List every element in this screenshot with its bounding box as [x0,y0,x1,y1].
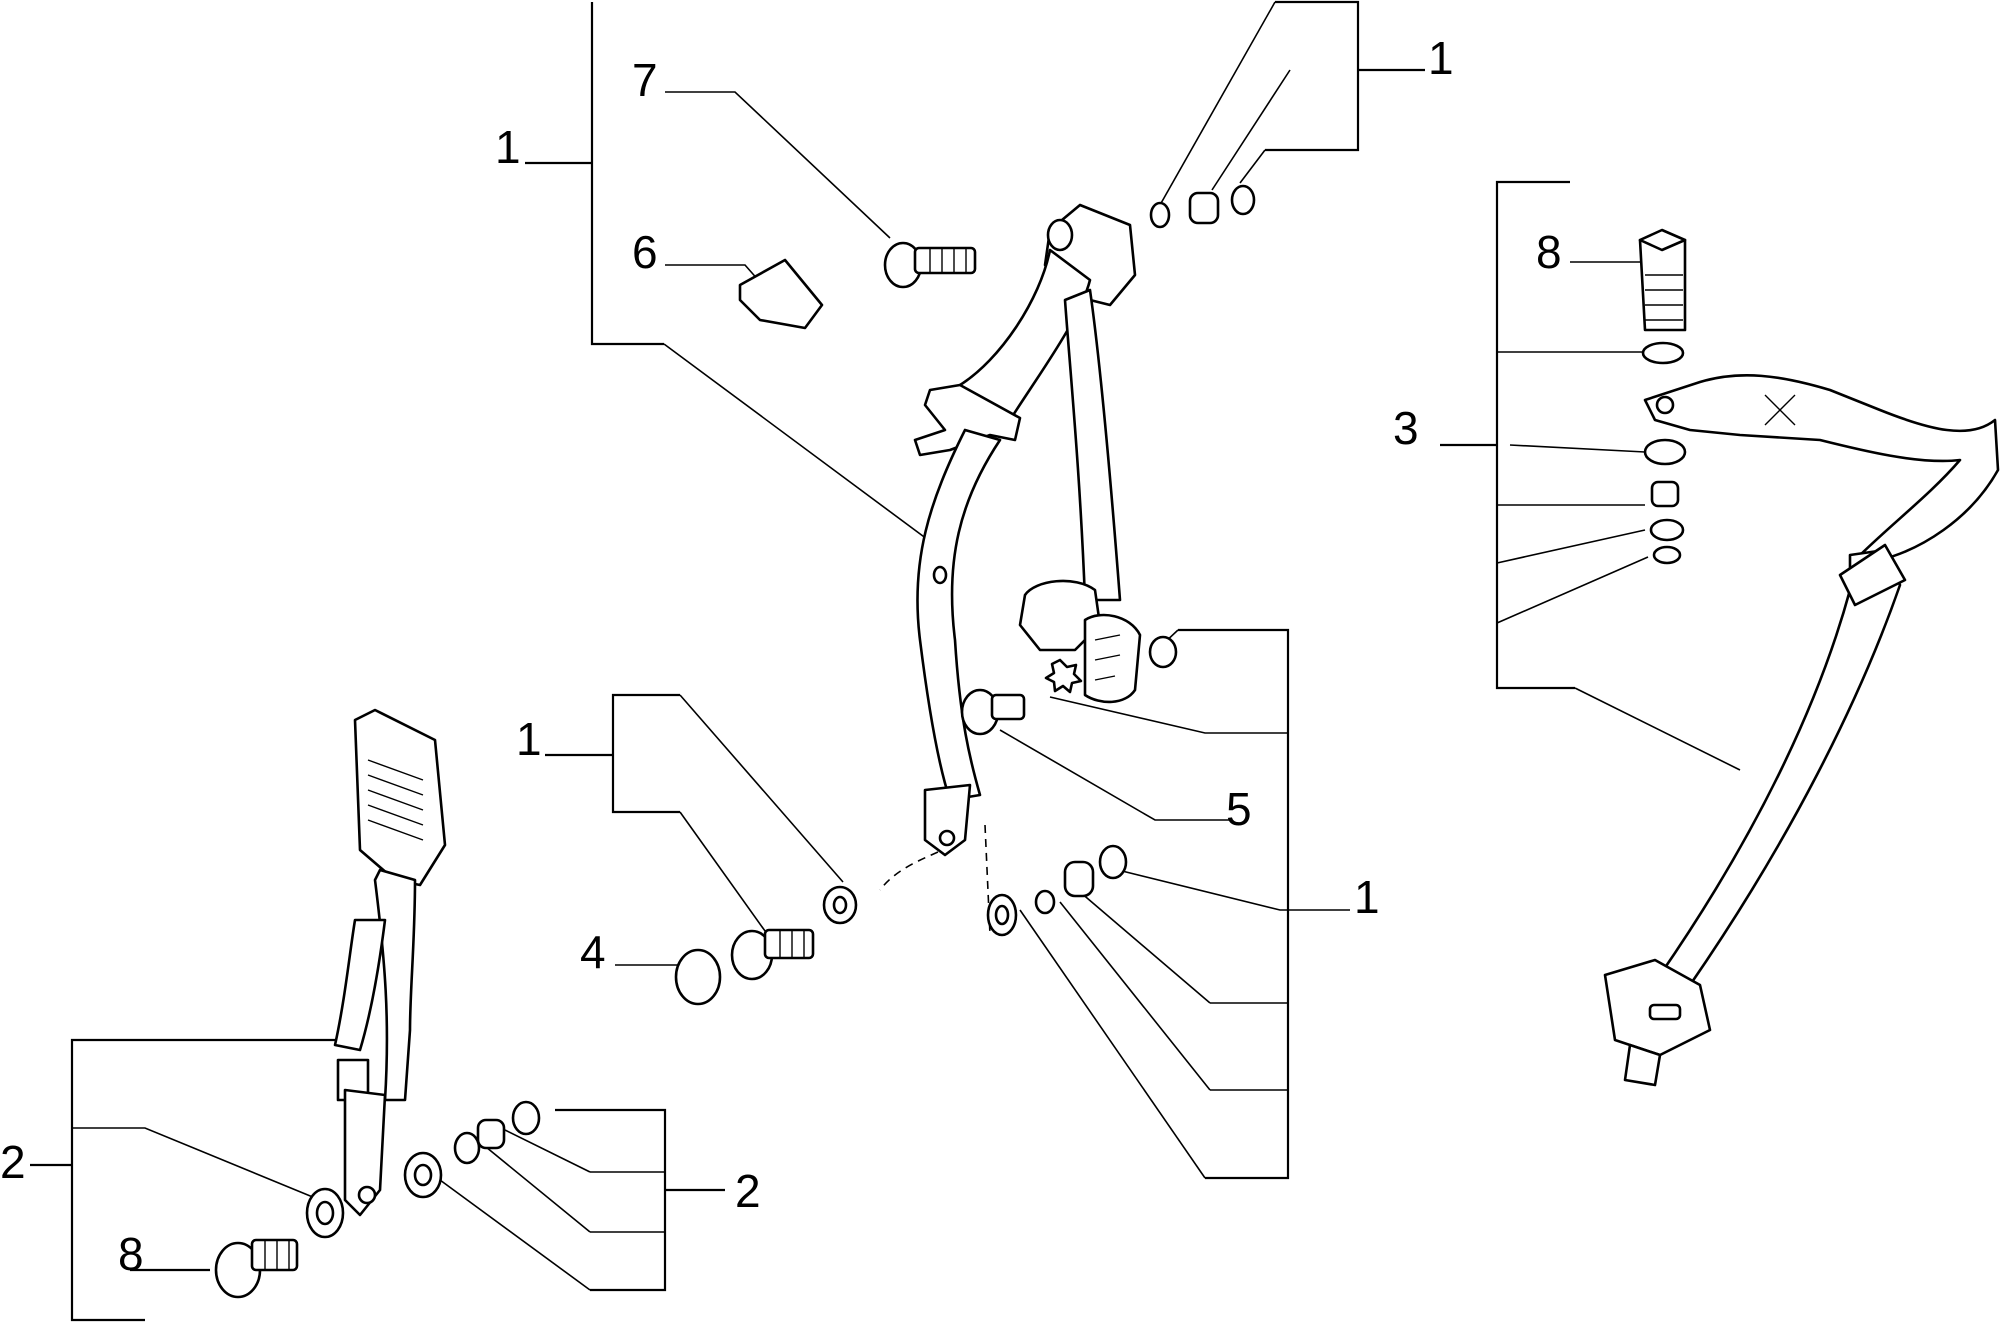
callout-4: 4 [580,926,606,978]
top-spacer-part [1188,191,1220,225]
callout-2-left: 2 [0,1136,26,1188]
retractor-washer-part [1148,635,1178,669]
callout-6: 6 [632,226,658,278]
star-washer-part [1044,658,1083,694]
cover-plate-part [738,258,824,330]
mid-bolt-part [730,928,815,981]
callout-1-mid-left: 1 [516,713,542,765]
buckle-assembly-part [333,708,447,1217]
stack-spacer-part [1063,860,1095,898]
top-washer-small-part [1149,201,1171,229]
stack-washer-outer-part [1098,844,1128,880]
cap-part [674,948,722,1006]
retractor-part [1018,579,1142,704]
upper-bolt-part [883,241,977,289]
lower-belt-strap-part [916,428,1002,802]
stack-washer-small-part [1034,889,1056,915]
belt-guide-part [913,383,1022,457]
retractor-bolt-part [960,688,1026,736]
callout-8-left: 8 [118,1228,144,1280]
callout-1-top-right: 1 [1428,32,1454,84]
bl-spacer-part [476,1118,506,1150]
bl-washer-b-part [453,1131,481,1165]
callout-1-mid-right: 1 [1354,871,1380,923]
callout-7: 7 [632,54,658,106]
bl-washer-c-part [511,1100,541,1136]
callout-5: 5 [1226,783,1252,835]
top-washer-outer-part [1230,184,1256,216]
rear-belt-assembly-part [1603,228,2000,1087]
callout-8-right: 8 [1536,226,1562,278]
leader-lines [30,0,1741,1322]
lower-bolt-part [214,1238,299,1299]
callout-1-top-left: 1 [495,121,521,173]
callout-2-right: 2 [735,1165,761,1217]
callout-3: 3 [1393,402,1419,454]
